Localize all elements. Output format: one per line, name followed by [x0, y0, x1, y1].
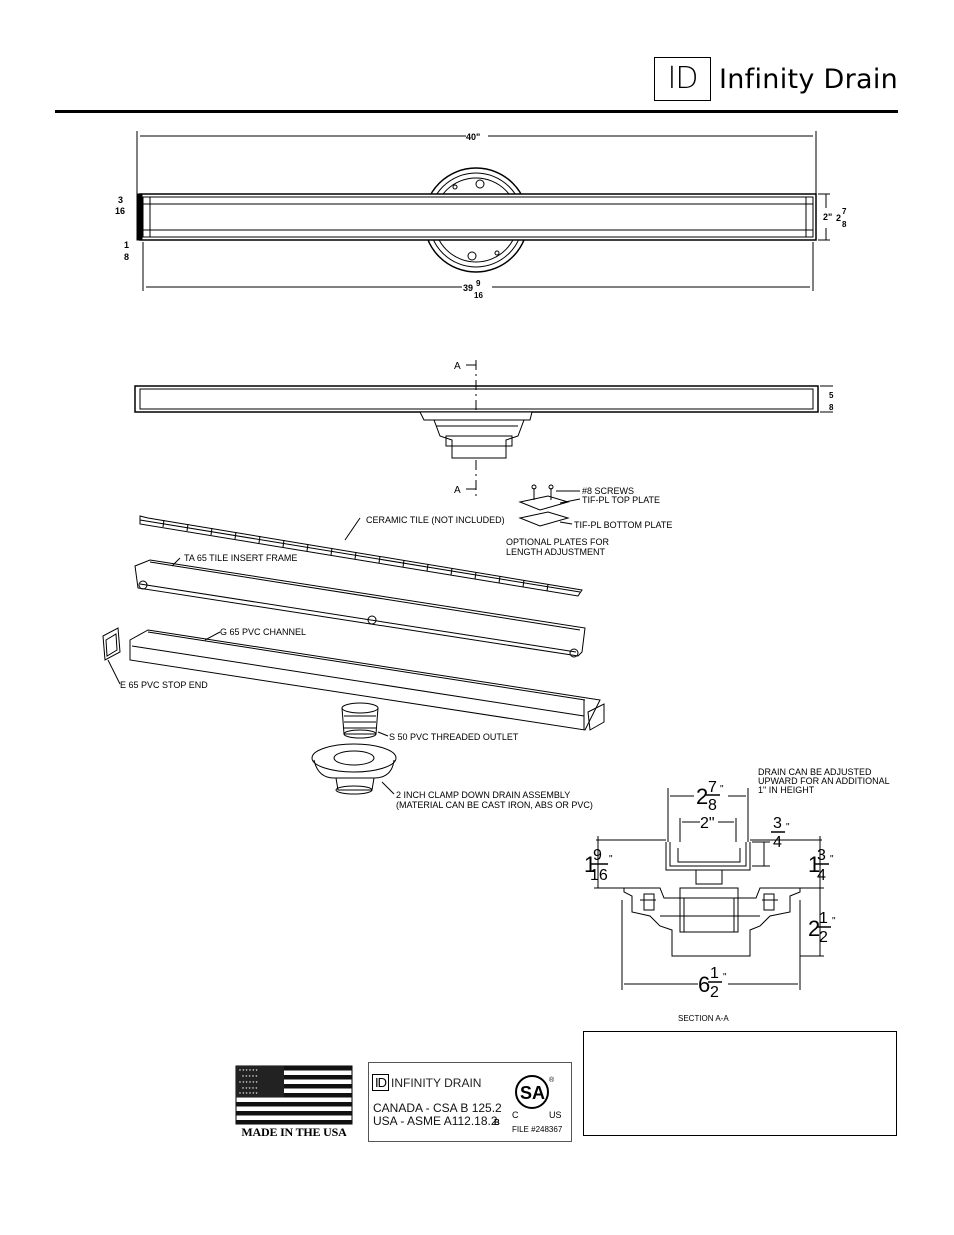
section-caption: SECTION A-A [678, 1014, 729, 1023]
label-drain-assembly-2: (MATERIAL CAN BE CAST IRON, ABS OR PVC) [396, 800, 593, 810]
optional-plates [518, 484, 581, 527]
note-adjust-3: 1" IN HEIGHT [758, 785, 815, 795]
dim-lower-den: 2 [819, 929, 828, 946]
cert-logo-mark: ID [372, 1074, 389, 1091]
label-top-plate: TIF-PL TOP PLATE [582, 495, 660, 505]
dim-height-num: 5 [829, 391, 834, 400]
svg-text:®: ® [549, 1076, 555, 1084]
brand-logo-mark: ID [654, 57, 711, 101]
dim-left-top-num: 3 [118, 195, 123, 205]
dim-height-den: 8 [829, 403, 834, 412]
notes-box [583, 1031, 897, 1136]
label-drain-assembly-1: 2 INCH CLAMP DOWN DRAIN ASSEMBLY [396, 790, 570, 800]
csa-mark-icon: SA ® [515, 1075, 555, 1109]
brand-name: Infinity Drain [719, 64, 899, 95]
dim-left-top-den: 16 [115, 206, 125, 216]
dim-right-num: 3 [817, 847, 826, 864]
section-a-a [594, 788, 824, 990]
dim-left-den: 16 [590, 867, 608, 884]
label-stop-end: E 65 PVC STOP END [120, 680, 208, 690]
cert-usa: USA - ASME A112.18.2 [373, 1114, 498, 1128]
header-rule [55, 110, 898, 113]
note-adjust-2: UPWARD FOR AN ADDITIONAL [758, 776, 890, 786]
dim-overall-length: 40" [466, 132, 480, 142]
dim-base-den: 2 [710, 984, 719, 1001]
label-tile-frame: TA 65 TILE INSERT FRAME [184, 553, 297, 563]
dim-lip-num: 3 [773, 815, 782, 832]
dim-lip-den: 4 [773, 834, 782, 851]
dim-channel-num: 9 [476, 279, 481, 288]
dim-base-whole: 6 [698, 972, 710, 997]
dim-left-bottom-den: 8 [124, 252, 129, 262]
dim-left-num: 9 [593, 847, 602, 864]
cert-canada: CANADA - CSA B 125.2 [373, 1101, 502, 1115]
dim-right-outer-den: 8 [842, 220, 847, 229]
dim-left-bottom-num: 1 [124, 240, 129, 250]
svg-text:": " [720, 784, 724, 795]
label-bottom-plate: TIF-PL BOTTOM PLATE [574, 520, 672, 530]
usa-flag-icon: * * * * * * * * * * * * * * * * * * * * … [235, 1065, 353, 1125]
csa-us: US [549, 1110, 562, 1120]
csa-c: C [512, 1110, 519, 1120]
cert-b: B [494, 1118, 500, 1127]
dim-inner-width: 2" [700, 815, 715, 832]
note-adjust-1: DRAIN CAN BE ADJUSTED [758, 767, 872, 777]
side-view [134, 360, 833, 500]
made-in-usa-label: MADE IN THE USA [241, 1125, 347, 1139]
certification-box [368, 1062, 572, 1142]
svg-text:* * * * *: * * * * * [242, 1087, 257, 1093]
csa-file: FILE #248367 [512, 1125, 563, 1134]
svg-text:": " [723, 972, 727, 983]
section-marker-top: A [454, 361, 461, 372]
dim-top-width-den: 8 [708, 797, 717, 814]
cert-brand: INFINITY DRAIN [391, 1076, 482, 1090]
label-threaded-outlet: S 50 PVC THREADED OUTLET [389, 732, 519, 742]
svg-text:* * * * * *: * * * * * * [239, 1081, 258, 1087]
dim-top-width-whole: 2 [696, 784, 708, 809]
svg-text:SA: SA [520, 1083, 545, 1103]
dim-base-num: 1 [710, 965, 719, 982]
dim-channel-whole: 39 [463, 283, 473, 293]
svg-text:": " [786, 822, 790, 833]
label-ceramic-tile: CERAMIC TILE (NOT INCLUDED) [366, 515, 505, 525]
label-optional-plates-1: OPTIONAL PLATES FOR [506, 537, 610, 547]
label-optional-plates-2: LENGTH ADJUSTMENT [506, 547, 606, 557]
dim-right-whole: 1 [808, 852, 820, 877]
label-screws: #8 SCREWS [582, 486, 634, 496]
dim-lower-whole: 2 [808, 916, 820, 941]
svg-text:* * * * * *: * * * * * * [239, 1092, 258, 1098]
svg-text:* * * * * *: * * * * * * [239, 1069, 258, 1075]
svg-text:": " [832, 916, 836, 927]
dim-right-outer-whole: 2 [836, 213, 841, 223]
dim-right-den: 4 [817, 867, 826, 884]
dim-top-width-num: 7 [708, 779, 717, 796]
section-marker-bottom: A [454, 485, 461, 496]
dim-lower-num: 1 [819, 910, 828, 927]
svg-text:": " [609, 854, 613, 865]
dim-right-inner: 2" [823, 212, 832, 222]
svg-text:* * * * *: * * * * * [242, 1075, 257, 1081]
top-view [136, 131, 830, 291]
label-pvc-channel: G 65 PVC CHANNEL [220, 627, 306, 637]
dim-channel-den: 16 [474, 291, 483, 300]
exploded-view [102, 515, 605, 795]
svg-text:": " [830, 854, 834, 865]
dim-right-outer-num: 7 [842, 207, 847, 216]
